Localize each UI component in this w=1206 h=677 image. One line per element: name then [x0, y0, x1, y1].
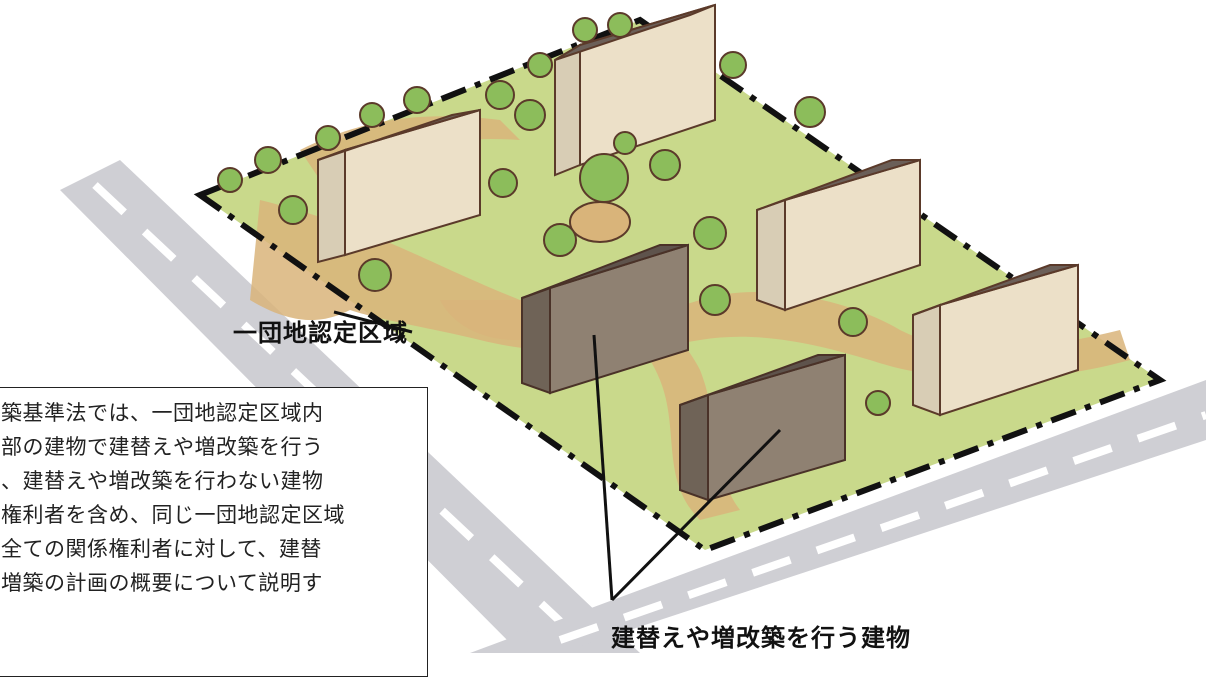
road-bottom [470, 380, 1206, 653]
note-line: 権利者を含め、同じ一団地認定区域 [1, 503, 345, 527]
site-boundary [193, 16, 1167, 554]
leader-lines [333, 310, 782, 602]
building-old-front [679, 353, 846, 502]
note-line: 築基準法では、一団地認定区域内 [1, 401, 324, 425]
note-line: 部の建物で建替えや増改築を行う [1, 435, 324, 459]
building-top [554, 3, 716, 177]
note-line: 全ての関係権利者に対して、建替 [1, 537, 322, 561]
buildings-label: 建替えや増改築を行う建物 [611, 624, 911, 652]
note-line: 、建替えや増改築を行わない建物 [1, 469, 324, 493]
housing-complex-illustration [60, 3, 1206, 653]
building-left [317, 108, 481, 264]
note-box: 築基準法では、一団地認定区域内 部の建物で建替えや増改築を行う 、建替えや増改築… [0, 387, 428, 677]
building-right-front [912, 263, 1079, 417]
building-old-center [521, 243, 689, 395]
building-right-middle [756, 158, 921, 312]
trees [217, 12, 891, 416]
area-label: 一団地認定区域 [233, 319, 408, 347]
note-text: 築基準法では、一団地認定区域内 部の建物で建替えや増改築を行う 、建替えや増改築… [1, 396, 415, 600]
note-line: 増築の計画の概要について説明す [1, 571, 323, 595]
